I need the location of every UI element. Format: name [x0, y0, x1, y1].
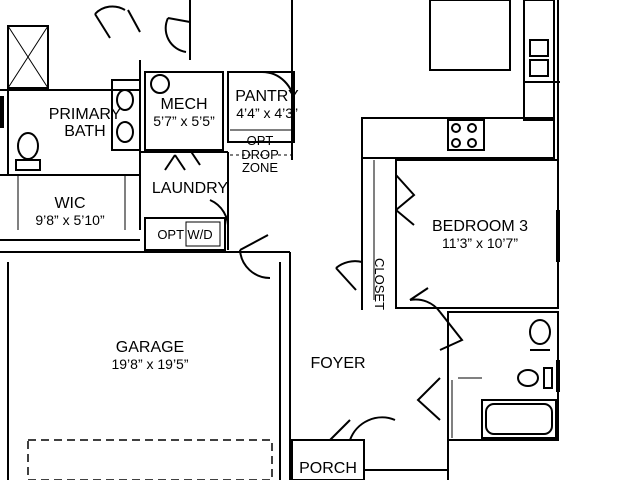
wic-dims: 9’8” x 5’10” — [35, 211, 105, 228]
closet-label: CLOSET — [372, 258, 387, 311]
mech-dims: 5’7” x 5’5” — [153, 112, 215, 129]
wic-label: WIC 9’8” x 5’10” — [18, 195, 122, 228]
foyer-doors — [329, 287, 464, 441]
pantry-label: PANTRY 4’4” x 4’3” — [222, 88, 312, 121]
garage-name: GARAGE — [115, 339, 185, 356]
mech-walls — [144, 71, 224, 151]
drop-zone-label: OPT DROP ZONE — [228, 134, 292, 175]
bedroom3-label: BEDROOM 3 11’3” x 10’7” — [420, 218, 540, 251]
wic-walls — [0, 175, 140, 241]
drop-zone-line1: OPT — [246, 133, 274, 148]
garage-dims: 19’8” x 19’5” — [111, 355, 189, 372]
pantry-walls — [227, 71, 295, 156]
wic-name: WIC — [54, 195, 86, 212]
garage-label: GARAGE 19’8” x 19’5” — [90, 339, 210, 372]
primary-bath-line2: BATH — [64, 122, 106, 140]
drop-zone-line3: ZONE — [241, 160, 279, 176]
pantry-name: PANTRY — [235, 88, 299, 105]
primary-toilet — [15, 132, 41, 171]
bedroom3-dims: 11’3” x 10’7” — [441, 234, 518, 251]
laundry-label: LAUNDRY — [151, 180, 229, 197]
kitchen-counter — [291, 0, 560, 160]
hall-bath — [447, 311, 560, 441]
closet-door — [335, 260, 363, 291]
opt-wd-label: OPT W/D — [157, 227, 213, 242]
laundry-walls — [140, 149, 230, 251]
bedroom3-walls — [361, 158, 560, 310]
primary-bath-line1: PRIMARY — [48, 106, 122, 123]
garage-walls — [0, 234, 291, 480]
vanity-sinks — [111, 79, 141, 151]
bedroom3-name: BEDROOM 3 — [431, 218, 528, 235]
porch-label: PORCH — [299, 460, 357, 477]
mech-label: MECH 5’7” x 5’5” — [142, 96, 226, 129]
primary-bath-label: PRIMARY BATH — [40, 106, 130, 141]
drop-zone-line2: DROP — [241, 146, 279, 162]
foyer-label: FOYER — [310, 355, 366, 372]
pantry-dims: 4’4” x 4’3” — [236, 104, 298, 121]
mech-name: MECH — [160, 96, 208, 113]
porch-walls — [291, 439, 449, 480]
bath-door — [94, 5, 141, 39]
top-door — [164, 0, 191, 60]
